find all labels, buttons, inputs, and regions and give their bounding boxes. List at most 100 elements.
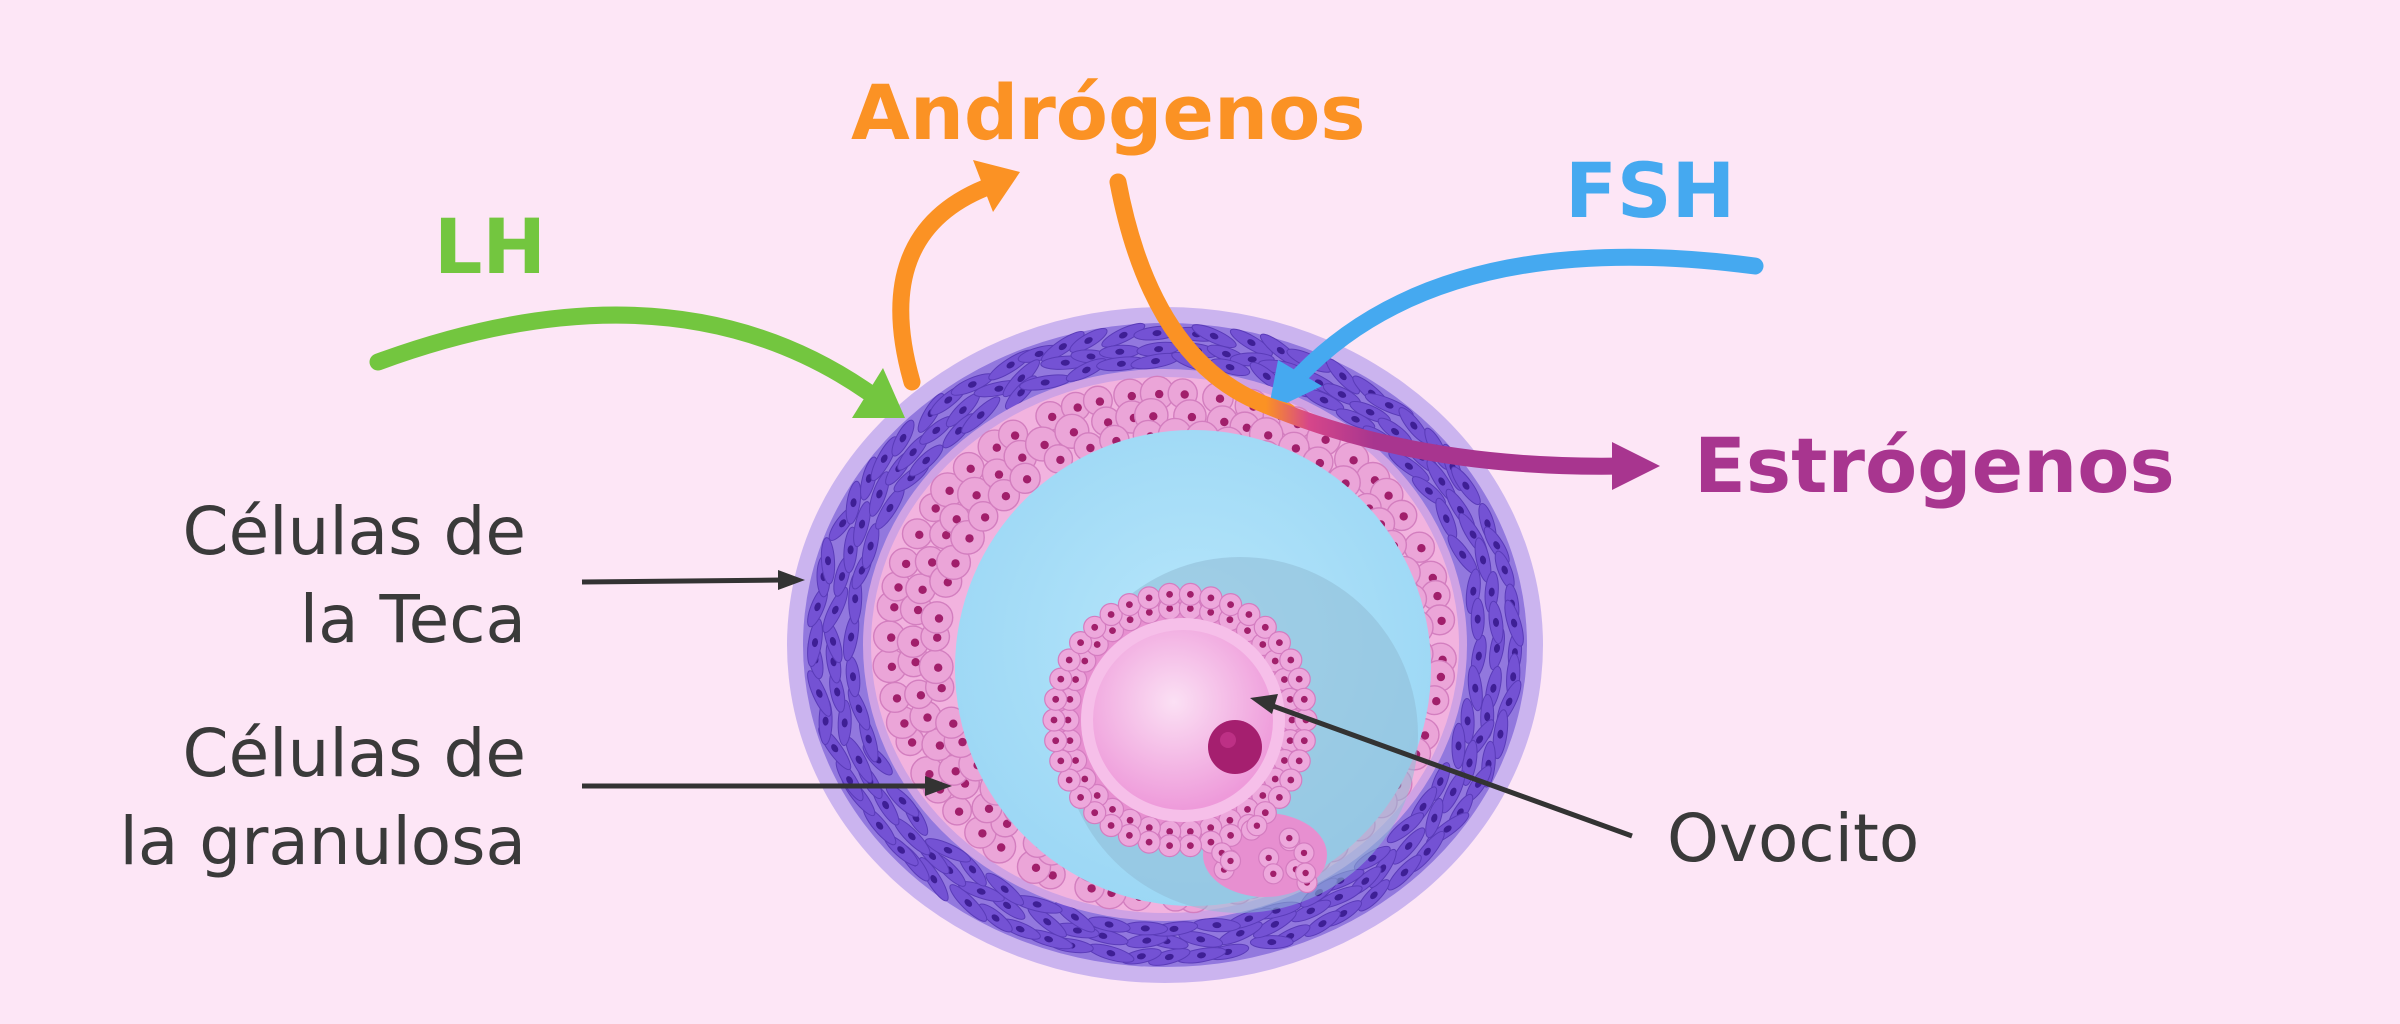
theca-cell-nucleus: [811, 638, 819, 648]
cumulus-cell-nucleus: [1187, 842, 1194, 849]
theca-cell-nucleus: [1319, 396, 1329, 404]
oocyte-nucleolus: [1220, 732, 1236, 748]
theca-cell-nucleus: [882, 800, 890, 810]
theca-cell-nucleus: [899, 433, 907, 443]
theca-cell-nucleus: [1084, 337, 1093, 344]
granulosa-cell-nucleus: [942, 531, 951, 540]
cumulus-cell-nucleus: [1300, 849, 1308, 857]
granulosa-cell-nucleus: [1291, 444, 1301, 453]
granulosa-cell-nucleus: [934, 663, 943, 672]
granulosa-cell-nucleus: [951, 559, 960, 568]
theca-cell-nucleus: [855, 704, 863, 714]
theca-cell: [1101, 322, 1146, 348]
theca-cell-nucleus: [816, 689, 823, 698]
theca-cell-nucleus: [1082, 366, 1091, 374]
granulosa-cell-nucleus: [1031, 863, 1041, 872]
theca-cell-nucleus: [1318, 920, 1327, 928]
granulosa-cell-nucleus: [980, 513, 990, 522]
cumulus-cell-nucleus: [1295, 757, 1303, 765]
granulosa-cell-nucleus: [1087, 884, 1096, 893]
theca-cell: [949, 884, 988, 922]
granulosa-cell-nucleus: [1315, 458, 1325, 468]
theca-cell-nucleus: [1459, 550, 1467, 559]
granulosa-cell-nucleus: [994, 470, 1004, 479]
theca-cell-nucleus: [1510, 618, 1518, 628]
theca-cell-nucleus: [838, 572, 846, 581]
theca-label: Células de la Teca: [182, 488, 526, 664]
granulosa-cell-nucleus: [1432, 697, 1441, 706]
theca-cell: [919, 856, 949, 902]
cumulus-cell-nucleus: [1126, 601, 1133, 608]
cumulus-cell-nucleus: [1050, 716, 1058, 724]
cumulus-cell-nucleus: [1281, 676, 1288, 683]
theca-cell-nucleus: [1404, 462, 1413, 470]
granulosa-label-line-1: Células de: [182, 715, 526, 792]
cumulus-cell-nucleus: [1107, 611, 1115, 618]
androgens-arrow: [892, 160, 1020, 391]
theca-cell-nucleus: [1419, 802, 1427, 812]
theca-cell: [845, 656, 861, 698]
cumulus-cell-nucleus: [1265, 854, 1272, 862]
cumulus-cell-nucleus: [1288, 716, 1296, 724]
granulosa-cell-nucleus: [901, 559, 911, 569]
granulosa-cell-nucleus: [1069, 428, 1079, 437]
theca-cell: [820, 537, 836, 585]
granulosa-cell-nucleus: [1264, 431, 1273, 440]
theca-cell-nucleus: [1140, 925, 1150, 932]
granulosa-cell-nucleus: [1399, 512, 1408, 521]
theca-cell-nucleus: [1003, 901, 1012, 910]
theca-cell-nucleus: [1000, 885, 1009, 893]
theca-cell-nucleus: [1475, 651, 1482, 661]
theca-cell: [1087, 916, 1131, 933]
theca-cell-nucleus: [1404, 842, 1413, 850]
cumulus-cell-nucleus: [1226, 816, 1234, 824]
theca-cell-nucleus: [898, 797, 907, 805]
theca-cell-nucleus: [865, 734, 872, 744]
theca-cell-nucleus: [858, 519, 866, 529]
theca-cell: [1249, 935, 1294, 950]
theca-cell-nucleus: [1236, 930, 1245, 937]
theca-cell-nucleus: [1164, 953, 1174, 961]
theca-cell-nucleus: [839, 519, 847, 528]
theca-cell-nucleus: [1400, 868, 1409, 877]
theca-cell: [985, 872, 1025, 906]
cumulus-cell-nucleus: [1244, 806, 1251, 813]
theca-cell-nucleus: [831, 744, 839, 753]
cumulus-cell-nucleus: [1065, 656, 1073, 664]
cumulus-cell-nucleus: [1186, 605, 1194, 612]
theca-cell: [853, 501, 871, 548]
theca-cell-nucleus: [967, 381, 977, 388]
theca-cell-nucleus: [1197, 952, 1206, 959]
granulosa-cell-nucleus: [984, 804, 994, 813]
cumulus-cell-nucleus: [1207, 838, 1215, 846]
theca-cell-nucleus: [1456, 505, 1465, 515]
granulosa-cell-nucleus: [900, 719, 909, 728]
theca-cell-nucleus: [1470, 586, 1477, 596]
theca-cell: [978, 903, 1013, 933]
theca-cell: [862, 806, 897, 846]
cumulus-cell-nucleus: [1227, 857, 1234, 865]
cumulus-cell-nucleus: [1107, 822, 1115, 829]
theca-cell-nucleus: [1401, 824, 1410, 832]
cumulus-cell-nucleus: [1081, 775, 1089, 783]
cumulus-cell-nucleus: [1261, 809, 1269, 817]
granulosa-cell-nucleus: [1048, 871, 1057, 880]
cumulus-cell-nucleus: [1226, 616, 1234, 624]
cumulus-cell-nucleus: [1065, 776, 1073, 784]
granulosa-cell-nucleus: [1127, 391, 1137, 401]
granulosa-cell-nucleus: [1086, 443, 1095, 453]
granulosa-cell-nucleus: [1001, 492, 1011, 501]
granulosa-cell-nucleus: [937, 684, 946, 693]
theca-cell-nucleus: [1119, 331, 1128, 339]
theca-cell-nucleus: [1106, 950, 1116, 957]
theca-cell-nucleus: [1244, 915, 1254, 922]
lh-label: LH: [434, 202, 547, 291]
granulosa-cell-nucleus: [1103, 418, 1113, 427]
theca-cell: [1488, 600, 1504, 645]
cumulus-cell-nucleus: [1126, 816, 1134, 824]
theca-cell: [1069, 328, 1108, 353]
granulosa-cell-nucleus: [992, 443, 1001, 452]
cumulus-cell-nucleus: [1281, 757, 1288, 764]
theca-cell: [1304, 910, 1341, 937]
theca-cell-nucleus: [1431, 813, 1438, 823]
